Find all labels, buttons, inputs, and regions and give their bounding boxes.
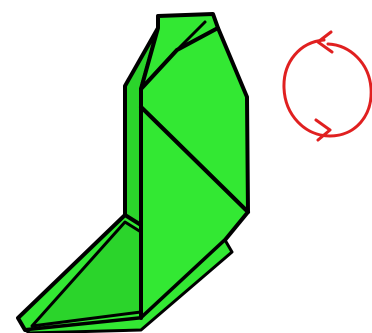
turn-over-arrow-icon [284,32,371,140]
foot-inner-layer [32,222,141,326]
turn-circle [284,40,371,136]
turn-arrowhead-top [318,32,332,52]
